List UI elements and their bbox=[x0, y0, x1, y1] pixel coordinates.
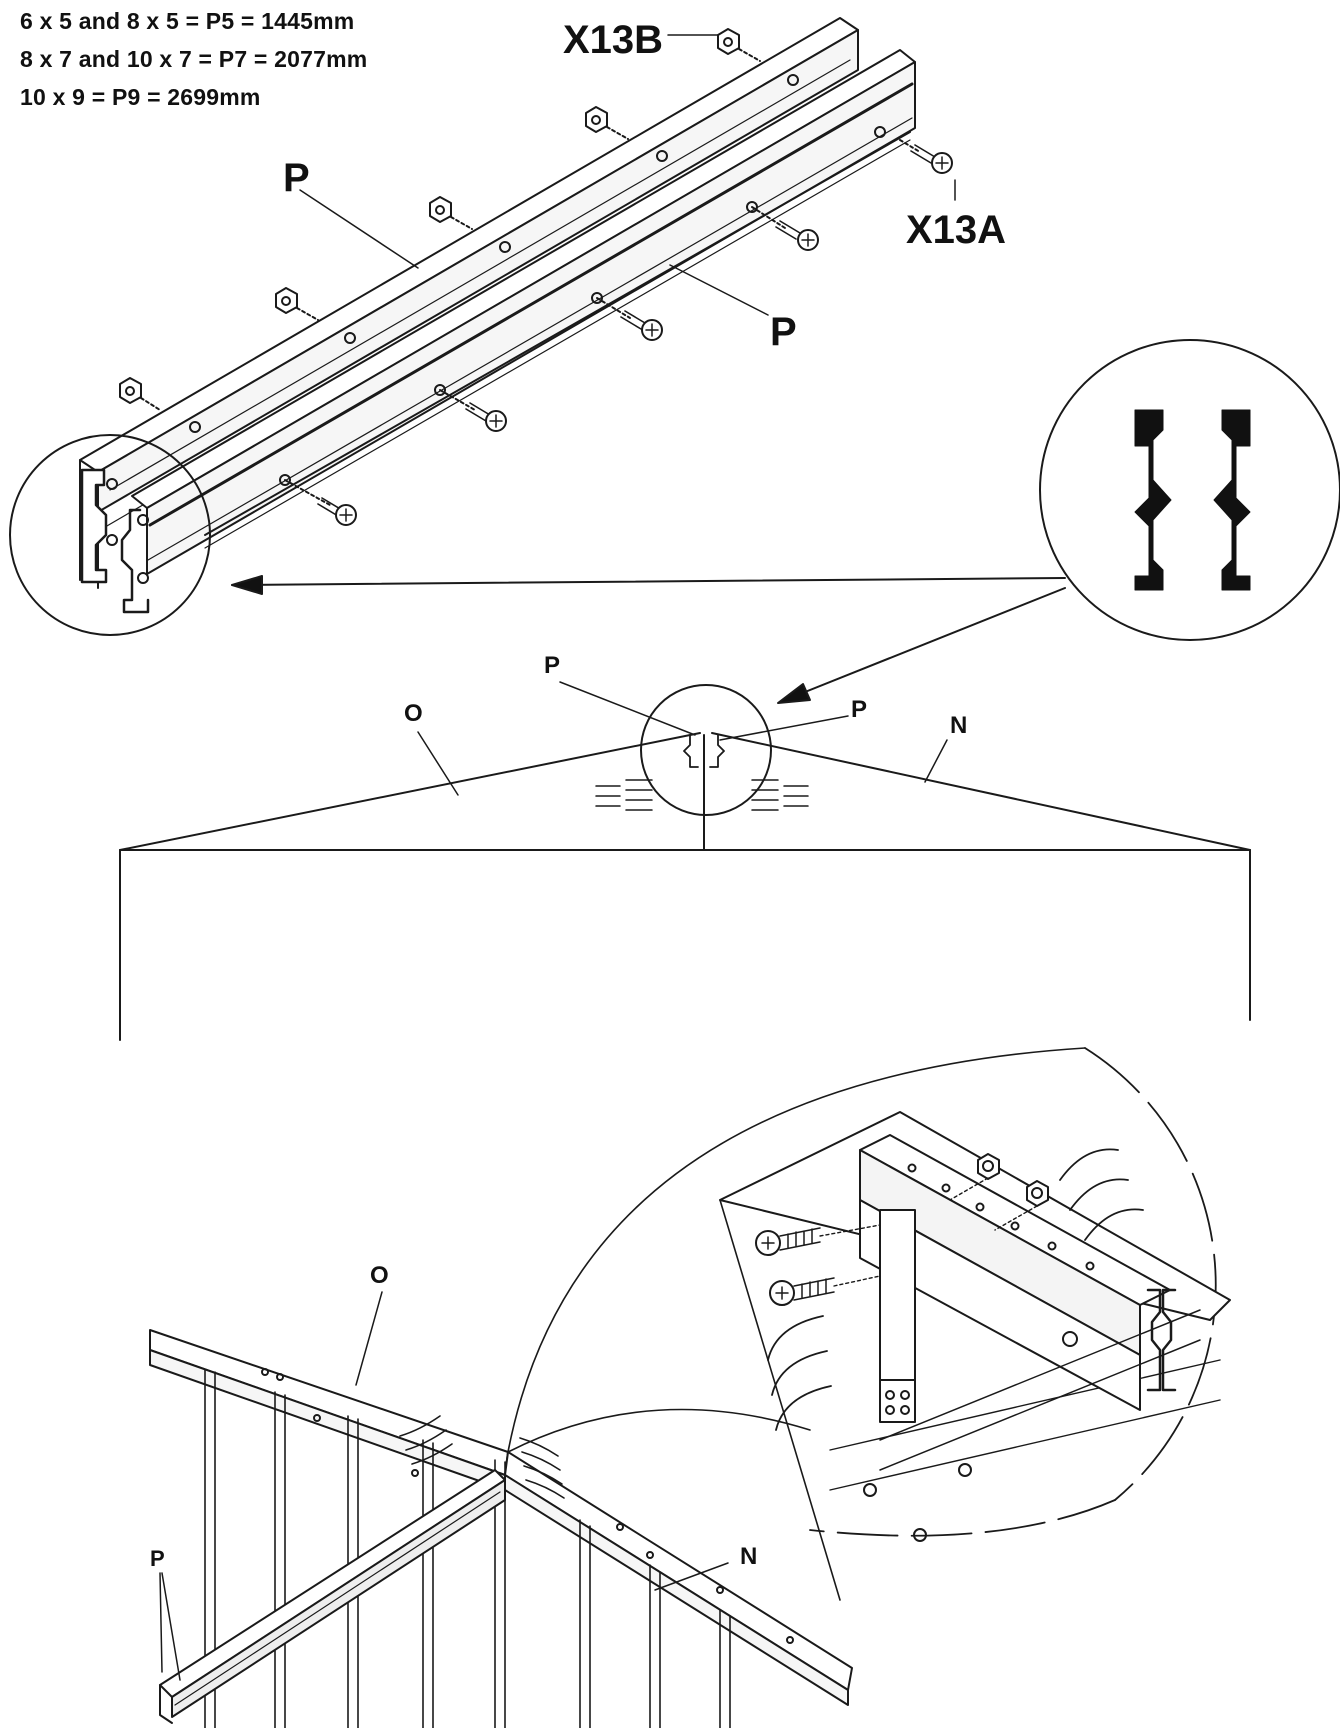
channel-beams-illustration bbox=[9, 17, 956, 636]
bolt-icon bbox=[751, 206, 819, 251]
nut-icon bbox=[585, 106, 629, 140]
label-p-right-section: P bbox=[851, 696, 868, 723]
label-p-upper: P bbox=[283, 156, 310, 200]
label-o-section: O bbox=[404, 700, 423, 727]
spec-line-p9: 10 x 9 = P9 = 2699mm bbox=[20, 84, 261, 110]
label-p-left-section: P bbox=[544, 652, 561, 679]
label-p-lower: P bbox=[770, 310, 797, 354]
bolt-icon bbox=[439, 389, 507, 432]
nut-icon bbox=[717, 28, 761, 62]
label-n-frame: N bbox=[740, 1543, 758, 1570]
label-x13a: X13A bbox=[906, 208, 1007, 252]
zoom-detail-circle bbox=[507, 1047, 1231, 1601]
spec-line-p5: 6 x 5 and 8 x 5 = P5 = 1445mm bbox=[20, 8, 355, 34]
nut-icon bbox=[429, 196, 473, 230]
profile-detail-circle bbox=[231, 339, 1340, 704]
nut-icon bbox=[275, 287, 319, 321]
gable-section-diagram bbox=[119, 681, 1251, 1041]
frame-assembly-illustration bbox=[149, 1291, 853, 1728]
bolt-icon bbox=[284, 479, 357, 526]
label-o-frame: O bbox=[370, 1262, 389, 1289]
label-n-section: N bbox=[950, 712, 968, 739]
label-x13b: X13B bbox=[563, 18, 664, 62]
bolt-icon bbox=[596, 297, 663, 341]
nut-icon bbox=[119, 377, 161, 411]
label-p-frame: P bbox=[150, 1546, 165, 1571]
bolt-icon bbox=[899, 139, 953, 174]
spec-line-p7: 8 x 7 and 10 x 7 = P7 = 2077mm bbox=[20, 46, 368, 72]
